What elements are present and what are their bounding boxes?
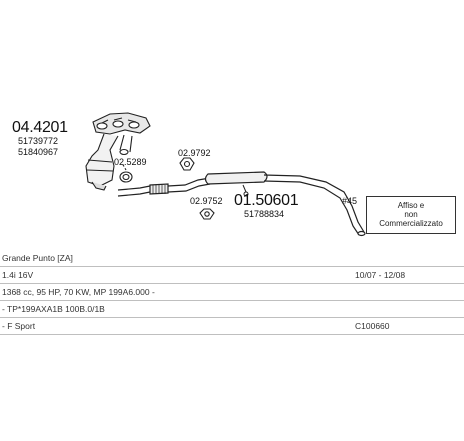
table-row: 1.4i 16V 10/07 - 12/08 bbox=[0, 267, 464, 284]
table-row: - F Sport C100660 bbox=[0, 318, 464, 335]
note-line-1: Affiso e bbox=[397, 201, 425, 210]
row-text: - TP*199AXA1B 100B.0/1B bbox=[2, 304, 105, 314]
note-box: Affiso e non Commercializzato bbox=[366, 196, 456, 234]
part-code-tail-ref: #45 bbox=[342, 196, 358, 206]
table-row: Grande Punto [ZA] bbox=[0, 250, 464, 267]
part-ref-manifold-2: 51840967 bbox=[18, 147, 59, 157]
note-line-2: non bbox=[404, 210, 418, 219]
table-row: - TP*199AXA1B 100B.0/1B bbox=[0, 301, 464, 318]
part-code-manifold: 04.4201 bbox=[12, 119, 68, 136]
gasket-a-drawing bbox=[119, 162, 133, 183]
manifold-catalyst-drawing bbox=[85, 112, 151, 191]
row-text: 1368 cc, 95 HP, 70 KW, MP 199A6.000 - bbox=[2, 287, 155, 297]
exhaust-diagram bbox=[85, 112, 366, 237]
front-pipe-drawing bbox=[117, 177, 211, 197]
part-code-gasket-b: 02.9752 bbox=[190, 196, 223, 206]
vehicle-info-table: Grande Punto [ZA] 1.4i 16V 10/07 - 12/08… bbox=[0, 250, 464, 335]
row-value: 10/07 - 12/08 bbox=[355, 270, 406, 280]
row-text: Grande Punto [ZA] bbox=[2, 253, 73, 263]
part-code-mid-silencer: 01.50601 bbox=[234, 192, 299, 209]
note-line-3: Commercializzato bbox=[379, 219, 443, 228]
gasket-b-drawing bbox=[199, 208, 215, 220]
part-ref-mid-silencer: 51788834 bbox=[244, 209, 285, 219]
part-code-gasket-a: 02.5289 bbox=[114, 157, 147, 167]
hanger-drawing bbox=[242, 184, 249, 197]
part-ref-manifold-1: 51739772 bbox=[18, 136, 59, 146]
row-text: 1.4i 16V bbox=[2, 270, 34, 280]
row-value: C100660 bbox=[355, 321, 390, 331]
part-code-clamp: 02.9792 bbox=[178, 148, 211, 158]
table-row: 1368 cc, 95 HP, 70 KW, MP 199A6.000 - bbox=[0, 284, 464, 301]
clamp-drawing bbox=[179, 157, 195, 171]
row-text: - F Sport bbox=[2, 321, 36, 331]
mid-silencer-drawing bbox=[204, 171, 366, 237]
